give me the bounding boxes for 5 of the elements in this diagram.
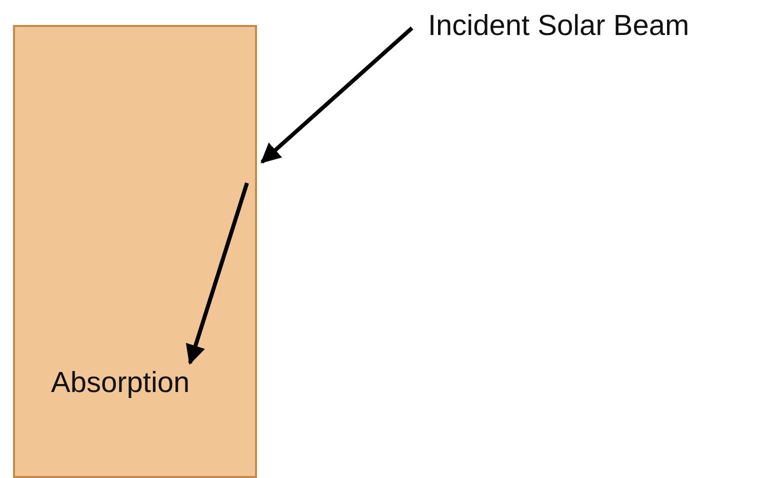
absorption-label: Absorption	[51, 367, 190, 400]
slab-block	[13, 25, 257, 478]
beam-label: Incident Solar Beam	[428, 10, 690, 44]
arrow	[260, 26, 414, 164]
arrow	[186, 182, 249, 365]
